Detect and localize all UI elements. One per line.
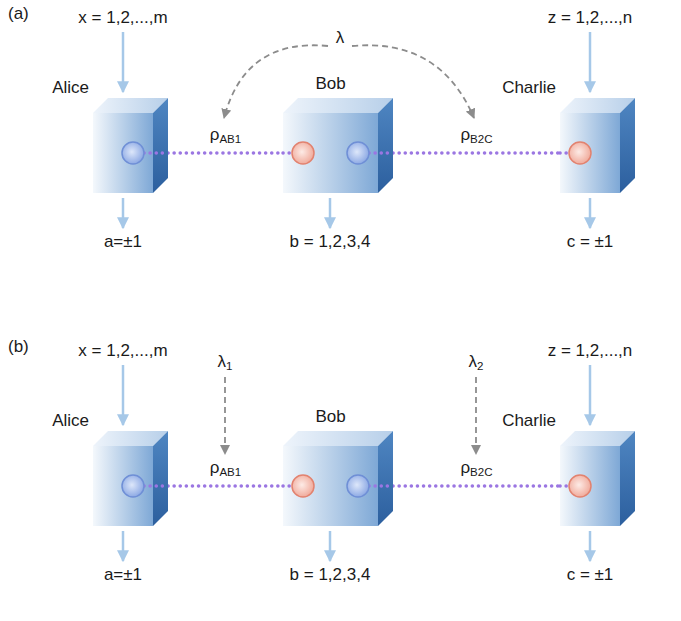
link-dots: [369, 484, 393, 488]
output-arrow: [589, 531, 592, 561]
cube-top: [283, 431, 393, 446]
party-box: Alice: [93, 431, 168, 526]
setting-label: z = 1,2,...,n: [548, 8, 633, 28]
setting-label: a=±1: [104, 565, 142, 585]
symbol: λ: [218, 352, 227, 371]
setting-label: z = 1,2,...,n: [548, 341, 633, 361]
subscript: B2C: [470, 466, 492, 478]
cube-front: [93, 446, 153, 526]
state-label: ρB2C: [457, 458, 495, 478]
state-label: ρB2C: [457, 125, 495, 145]
link-dots: [283, 484, 292, 488]
device-cube: [283, 431, 393, 526]
setting-label: c = ±1: [567, 232, 614, 252]
party-box: Charlie: [560, 431, 635, 526]
qubit-dot: [347, 475, 369, 497]
link-dots: [144, 151, 168, 155]
input-arrow: [122, 32, 125, 92]
cube-front: [560, 113, 620, 193]
state-label: ρAB1: [207, 125, 245, 145]
cube-side: [620, 431, 635, 526]
setting-label: a=±1: [104, 232, 142, 252]
party-name: Charlie: [502, 411, 556, 431]
subscript: 1: [226, 360, 232, 372]
cube-front: [560, 446, 620, 526]
cube-side: [620, 98, 635, 193]
party-name: Alice: [52, 78, 89, 98]
entanglement-link: [393, 151, 560, 155]
qubit-dot: [569, 475, 591, 497]
party-name: Bob: [315, 407, 345, 427]
input-arrow: [122, 365, 125, 425]
cube-top: [283, 98, 393, 113]
link-dots: [144, 484, 168, 488]
state-label: ρAB1: [207, 458, 245, 478]
panel-label: (a): [8, 4, 29, 24]
device-cube: [93, 431, 168, 526]
cube-side: [153, 98, 168, 193]
symbol: λ: [469, 352, 478, 371]
party-name: Bob: [315, 74, 345, 94]
cube-front: [283, 113, 378, 193]
entanglement-link: [168, 484, 283, 488]
setting-label: b = 1,2,3,4: [290, 565, 371, 585]
cube-side: [153, 431, 168, 526]
output-arrow: [329, 531, 332, 561]
link-dots: [560, 151, 569, 155]
device-cube: [560, 431, 635, 526]
entanglement-link: [393, 484, 560, 488]
setting-label: x = 1,2,...,m: [78, 8, 167, 28]
qubit-dot: [569, 142, 591, 164]
setting-label: x = 1,2,...,m: [78, 341, 167, 361]
output-arrow: [122, 531, 125, 561]
device-cube: [560, 98, 635, 193]
panel-label: (b): [8, 337, 29, 357]
subscript: 2: [477, 360, 483, 372]
party-box: Alice: [93, 98, 168, 193]
output-arrow: [329, 198, 332, 228]
setting-label: λ2: [469, 352, 484, 372]
cube-side: [378, 431, 393, 526]
party-box: Charlie: [560, 98, 635, 193]
party-name: Alice: [52, 411, 89, 431]
qubit-dot: [292, 142, 314, 164]
output-arrow: [589, 198, 592, 228]
cube-side: [378, 98, 393, 193]
input-arrow: [589, 365, 592, 425]
cube-front: [93, 113, 153, 193]
party-box: Bob: [283, 98, 393, 193]
qubit-dot: [292, 475, 314, 497]
subscript: B2C: [470, 133, 492, 145]
symbol: ρ: [210, 458, 220, 477]
device-cube: [283, 98, 393, 193]
setting-label: b = 1,2,3,4: [290, 232, 371, 252]
source-arrow: [475, 377, 477, 454]
link-dots: [283, 151, 292, 155]
link-dots: [560, 484, 569, 488]
subscript: AB1: [219, 133, 241, 145]
source-arrow: [224, 377, 226, 454]
qubit-dot: [347, 142, 369, 164]
setting-label: c = ±1: [567, 565, 614, 585]
symbol: ρ: [460, 125, 470, 144]
link-dots: [369, 151, 393, 155]
party-name: Charlie: [502, 78, 556, 98]
input-arrow: [589, 32, 592, 92]
party-box: Bob: [283, 431, 393, 526]
symbol: ρ: [210, 125, 220, 144]
qubit-dot: [122, 475, 144, 497]
setting-label: λ1: [218, 352, 233, 372]
entanglement-link: [168, 151, 283, 155]
device-cube: [93, 98, 168, 193]
setting-label: λ: [336, 28, 345, 48]
qubit-dot: [122, 142, 144, 164]
symbol: ρ: [460, 458, 470, 477]
output-arrow: [122, 198, 125, 228]
cube-front: [283, 446, 378, 526]
subscript: AB1: [219, 466, 241, 478]
